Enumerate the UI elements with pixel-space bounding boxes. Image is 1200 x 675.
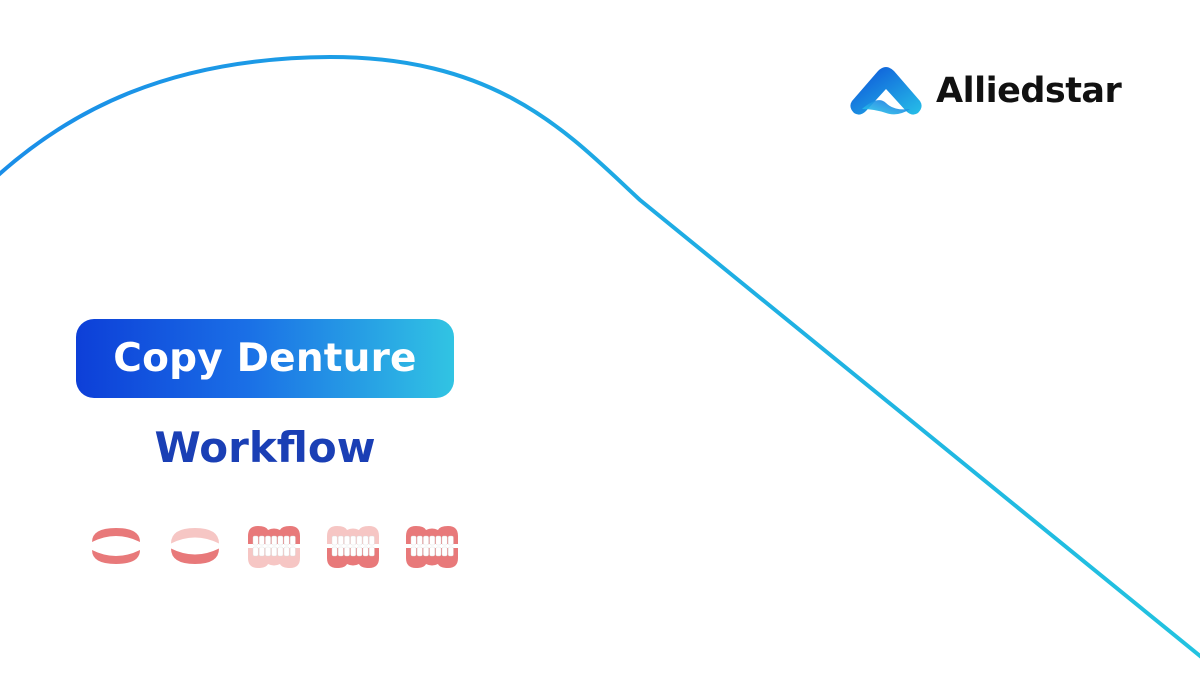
open-mouth-dentures-faded-upper-icon: [171, 528, 219, 564]
title-badge: Copy Denture: [76, 319, 454, 398]
closed-dentures-teeth-faded-lower-icon: [248, 526, 300, 568]
closed-dentures-teeth-faded-upper-icon: [327, 526, 379, 568]
page-subtitle: Workflow: [154, 423, 376, 472]
page-title: Copy Denture: [113, 336, 417, 381]
alliedstar-logo-icon: [850, 67, 922, 115]
open-mouth-dentures-icon: [92, 528, 140, 564]
brand-name: Alliedstar: [936, 70, 1122, 111]
brand-logo: Alliedstar: [848, 64, 1122, 118]
curve-line: [0, 54, 1200, 659]
workflow-steps: [88, 522, 460, 570]
closed-dentures-teeth-icon: [406, 526, 458, 568]
